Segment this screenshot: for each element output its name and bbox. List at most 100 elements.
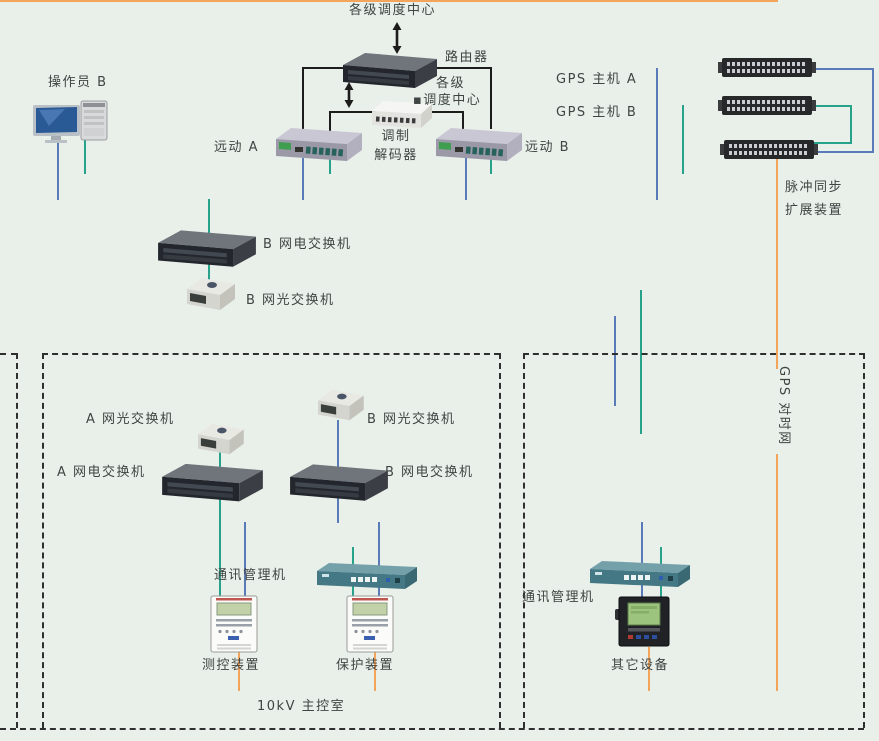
protection-panel-device — [346, 595, 394, 653]
link-other-orange — [648, 647, 650, 691]
b-net-optical-switch-top-device — [181, 274, 237, 316]
comm-manager-left-device — [313, 561, 421, 593]
link-rtu-a-blue — [302, 158, 304, 200]
label-modem-line1: 调制 — [381, 129, 411, 144]
optical-switch-icon — [318, 389, 364, 421]
comm-manager-right-device — [584, 559, 696, 591]
label-pulse-sync-line2: 扩展装置 — [785, 203, 844, 218]
gps-green-link-bottom — [813, 142, 851, 144]
label-b-net-optical-switch: B 网光交换机 — [367, 412, 456, 427]
modem-rtu-a-link-v — [329, 111, 331, 133]
rtu-b-device — [436, 126, 522, 164]
label-pulse-sync: 脉冲同步 扩展装置 — [785, 176, 843, 222]
modem-rtu-b-link-h — [430, 111, 464, 113]
room-border-top-right-box — [523, 353, 865, 355]
gps-host-a-device — [718, 56, 816, 78]
riser-blue-right — [614, 316, 616, 406]
label-pulse-sync-line1: 脉冲同步 — [785, 180, 844, 195]
link-gps-b-green — [682, 105, 684, 174]
link-measure-blue — [244, 522, 246, 598]
modem-rtu-b-link-v — [462, 111, 464, 133]
gps-green-link-top — [815, 105, 851, 107]
double-arrow-icon — [343, 82, 355, 108]
room-border-left-outer — [16, 353, 18, 728]
a-net-electric-switch-device — [160, 458, 265, 504]
a-net-optical-switch-device — [191, 420, 247, 460]
link-gps-a-blue — [656, 68, 658, 200]
room-border-top-outer — [0, 353, 17, 355]
rtu-a-device — [276, 126, 362, 164]
router-rtu-a-link-h — [302, 67, 350, 69]
router-rtu-b-link-h — [424, 67, 492, 69]
comm-manager-icon — [590, 561, 690, 587]
link-protection-orange — [374, 650, 376, 691]
link-rtu-b-blue — [465, 156, 467, 200]
ethernet-switch-icon — [276, 128, 362, 161]
riser-green-right — [640, 290, 642, 434]
rack-strip-icon — [718, 96, 816, 115]
label-protection-device: 保护装置 — [336, 658, 395, 673]
label-control-room: 10kV 主控室 — [257, 699, 346, 714]
protection-panel-icon — [210, 595, 258, 653]
optical-switch-icon — [198, 423, 244, 455]
label-dispatch-level: 各级 — [436, 76, 466, 91]
room-border-right — [863, 353, 865, 728]
label-operator-b: 操作员 B — [48, 75, 108, 90]
orange-gps-bus — [0, 0, 778, 2]
room-border-bottom — [0, 728, 864, 730]
modem-icon — [372, 101, 432, 128]
label-gps-host-a: GPS 主机 A — [556, 72, 638, 87]
rack-strip-icon — [718, 58, 816, 77]
rack-switch-icon — [162, 463, 263, 502]
other-devices-meter — [615, 595, 673, 649]
label-rtu-a: 远动 A — [214, 140, 260, 155]
modem-device — [370, 99, 434, 131]
double-arrow-icon — [391, 22, 403, 54]
router-rtu-a-link-v — [302, 67, 304, 129]
link-protection-blue — [378, 522, 380, 598]
room-border-mid-left — [499, 353, 501, 728]
label-other-devices: 其它设备 — [611, 658, 670, 673]
gps-blue-link-top — [813, 68, 873, 70]
ethernet-switch-icon — [436, 128, 522, 161]
link-monitor-blue — [57, 142, 59, 200]
modem-rtu-a-link-h — [329, 111, 375, 113]
gps-green-link-side — [850, 105, 852, 144]
label-dispatch-center-top: 各级调度中心 — [349, 3, 437, 18]
measure-control-panel-device — [210, 595, 258, 653]
optical-switch-icon — [187, 278, 235, 310]
label-gps-host-b: GPS 主机 B — [556, 105, 638, 120]
router-rtu-b-link-v — [490, 67, 492, 129]
label-gps-timing-net: GPS 对时网 — [776, 366, 791, 446]
link-other-blue — [641, 522, 643, 598]
gps-timing-line-upper — [776, 157, 778, 369]
b-net-optical-switch-device — [311, 386, 367, 426]
link-measure-orange — [238, 650, 240, 691]
link-rtu-b-green — [490, 155, 492, 174]
gps-timing-line-lower — [776, 454, 778, 691]
label-router: 路由器 — [445, 50, 489, 65]
room-border-left — [42, 353, 44, 728]
workstation-icon — [33, 100, 108, 143]
router-device — [341, 50, 439, 88]
rack-switch-icon — [158, 230, 256, 267]
label-b-net-electric-switch-top: B 网电交换机 — [263, 237, 352, 252]
label-measure-control-device: 测控装置 — [202, 658, 261, 673]
label-b-net-electric-switch: B 网电交换机 — [385, 465, 474, 480]
gps-blue-link-side — [872, 68, 874, 153]
label-dispatch-center-mid: ▪调度中心 — [413, 93, 482, 108]
label-rtu-b: 远动 B — [525, 140, 571, 155]
gps-blue-link-bottom — [817, 151, 873, 153]
room-border-top-left-box — [42, 353, 500, 355]
protection-panel-icon — [346, 595, 394, 653]
operator-workstation-device — [33, 98, 109, 144]
b-net-electric-switch-top-device — [156, 226, 258, 268]
label-a-net-electric-switch: A 网电交换机 — [57, 465, 146, 480]
link-tower-green — [84, 139, 86, 174]
rack-router-icon — [343, 53, 437, 88]
link-rtu-a-green — [329, 157, 331, 174]
meter-icon — [615, 596, 670, 647]
pulse-sync-device — [720, 138, 818, 160]
label-comm-manager-right: 通讯管理机 — [522, 590, 595, 605]
